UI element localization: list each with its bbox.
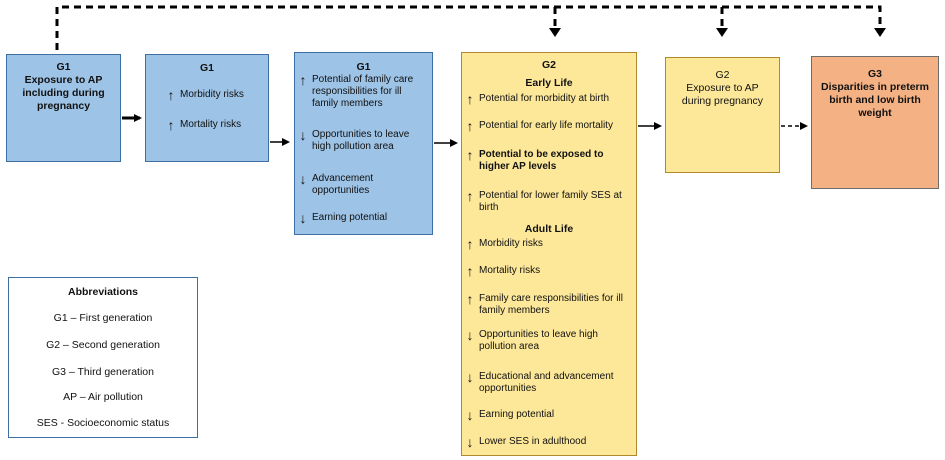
abbreviation-item: G2 – Second generation [46,339,160,351]
g1-outcome-item: ↓ Opportunities to leave high pollution … [299,127,410,152]
abbreviation-item: AP – Air pollution [63,391,143,403]
g1-outcomes-gen: G1 [356,61,371,73]
up-arrow-icon: ↑ [466,91,474,107]
g1-risks-gen: G1 [199,62,214,74]
down-arrow-icon: ↓ [299,127,307,143]
g1-outcome-item: ↓ Earning potential [299,210,388,226]
up-arrow-icon: ↑ [466,118,474,134]
g2-exposure-box: G2 Exposure to AP during pregnancy [665,57,780,173]
arrowhead-g3 [874,28,886,37]
adult-life-item: ↑ Morbidity risks [466,236,543,252]
g1-outcome-item: ↓ Advancement opportunities [299,171,374,196]
early-life-item: ↑ Potential for lower family SES at birt… [466,188,622,213]
up-arrow-icon: ↑ [299,72,307,88]
down-arrow-icon: ↓ [299,210,307,226]
g1-exposure-gen: G1 [56,61,71,73]
g2-exposure-gen: G2 [715,69,730,81]
up-arrow-icon: ↑ [466,188,474,204]
adult-life-item: ↓ Lower SES in adulthood [466,434,587,450]
g1-outcomes-box: G1 ↑ Potential of family care responsibi… [294,52,433,235]
up-arrow-icon: ↑ [167,117,175,133]
early-life-item: ↑ Potential to be exposed to higher AP l… [466,147,604,172]
adult-life-item: ↓ Educational and advancement opportunit… [466,369,614,394]
arrowhead-g2-exposure [716,28,728,37]
early-life-item: ↑ Potential for morbidity at birth [466,91,610,107]
down-arrow-icon: ↓ [466,327,474,343]
adult-life-item: ↑ Family care responsibilities for ill f… [466,291,623,316]
g3-outcome-gen: G3 [867,68,882,80]
down-arrow-icon: ↓ [466,434,474,450]
g1-risks-box: G1 ↑ Morbidity risks ↑ Mortality risks [145,54,269,162]
early-life-heading: Early Life [525,77,573,89]
g1-outcome-item: ↑ Potential of family care responsibilit… [299,72,414,109]
g2-main-gen: G2 [541,59,556,71]
adult-life-heading: Adult Life [524,223,574,235]
feedback-dashed-line [55,5,882,50]
adult-life-item: ↓ Opportunities to leave high pollution … [466,327,598,352]
down-arrow-icon: ↓ [466,369,474,385]
early-life-item: ↑ Potential for early life mortality [466,118,613,134]
g1-risk-item: ↑ Mortality risks [167,117,242,133]
arrowhead-g2-main [549,28,561,37]
up-arrow-icon: ↑ [466,236,474,252]
up-arrow-icon: ↑ [167,87,175,103]
adult-life-item: ↑ Mortality risks [466,263,541,279]
down-arrow-icon: ↓ [466,407,474,423]
up-arrow-icon: ↑ [466,263,474,279]
down-arrow-icon: ↓ [299,171,307,187]
g1-risk-item: ↑ Morbidity risks [167,87,244,103]
abbreviation-item: SES - Socioeconomic status [36,417,170,429]
abbreviation-item: G3 – Third generation [52,366,154,378]
g2-exposure-title: Exposure to AP during pregnancy [681,82,764,107]
abbreviations-box: Abbreviations G1 – First generation G2 –… [8,277,198,438]
g2-main-box: G2 Early Life ↑ Potential for morbidity … [461,52,637,456]
g3-outcome-box: G3 Disparities in preterm birth and low … [811,56,939,189]
g1-exposure-box: G1 Exposure to AP including during pregn… [6,54,121,162]
abbreviation-item: G1 – First generation [53,312,153,324]
adult-life-item: ↓ Earning potential [466,407,555,423]
g1-exposure-title: Exposure to AP including during pregnanc… [22,74,105,112]
up-arrow-icon: ↑ [466,291,474,307]
g3-outcome-title: Disparities in preterm birth and low bir… [821,81,929,119]
up-arrow-icon: ↑ [466,147,474,163]
abbreviations-title: Abbreviations [67,286,138,298]
